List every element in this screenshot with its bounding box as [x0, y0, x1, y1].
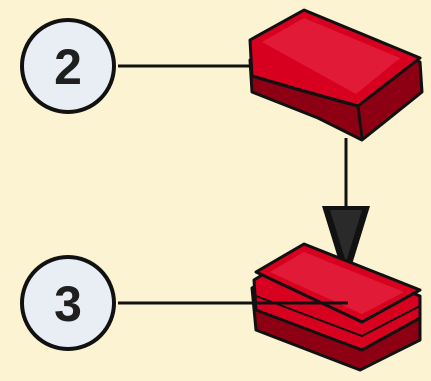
down-arrow-icon	[322, 138, 370, 284]
callout-2: 2	[20, 18, 116, 114]
callout-3: 3	[20, 255, 116, 351]
callout-2-label: 2	[54, 39, 82, 95]
callout-3-label: 3	[54, 276, 82, 332]
red-pad-top	[248, 8, 424, 142]
red-pad-bottom	[250, 242, 422, 372]
